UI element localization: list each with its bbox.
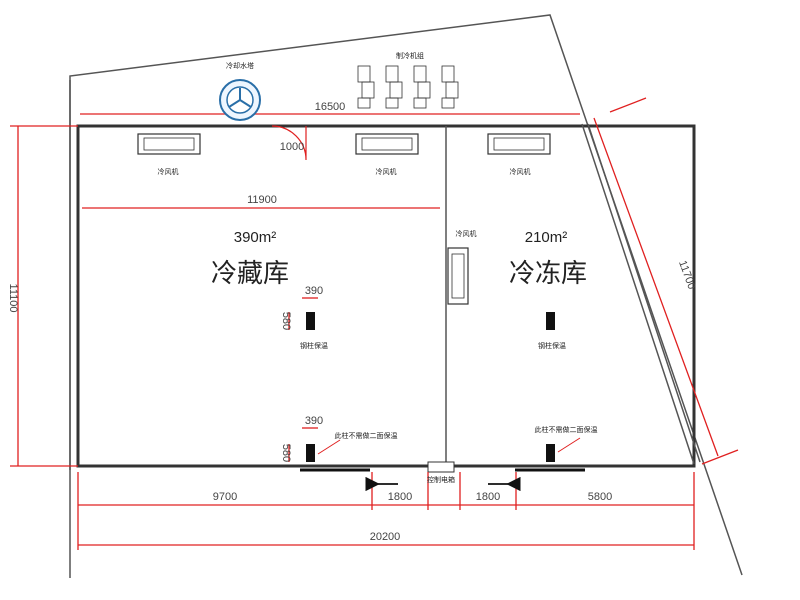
air-cooler-unit	[487, 133, 551, 155]
column-marker	[546, 312, 555, 330]
air-cooler-unit	[355, 133, 419, 155]
col4-label: 此柱不需做二面保温	[535, 425, 598, 434]
air-cooler-label: 冷风机	[510, 167, 531, 176]
freezer-name: 冷冻库	[509, 259, 587, 289]
col3-label: 此柱不需做二面保温	[335, 431, 398, 440]
cooling-tower-label: 冷却水塔	[226, 61, 254, 70]
control-box-label: 控制电箱	[427, 475, 455, 484]
col3-height-dim: 580	[280, 444, 292, 462]
door-swing	[271, 125, 307, 161]
dim-bottom-left: 9700	[213, 491, 237, 503]
diagonal-wall	[581, 123, 695, 465]
col1-height-dim: 580	[280, 312, 292, 330]
dim-door-right: 1800	[476, 491, 500, 503]
air-cooler-side-label: 冷风机	[456, 229, 477, 238]
cold-storage-name: 冷藏库	[211, 259, 289, 289]
dim-door-left: 1800	[388, 491, 412, 503]
dim-left-height: 11100	[7, 284, 19, 313]
freezer-area: 210m²	[525, 229, 568, 246]
col3-width-dim: 390	[305, 415, 323, 427]
col2-label: 钢柱保温	[538, 341, 566, 350]
col1-label: 钢柱保温	[300, 341, 328, 350]
col1-width-dim: 390	[305, 285, 323, 297]
control-box	[427, 461, 455, 473]
dim-bottom-total: 20200	[370, 531, 401, 543]
column-marker	[306, 444, 315, 462]
dim-top-total: 16500	[315, 101, 346, 113]
column-marker	[306, 312, 315, 330]
dim-bottom-right: 5800	[588, 491, 612, 503]
compressors-label: 制冷机组	[396, 51, 424, 60]
air-cooler-side-unit	[447, 247, 469, 305]
air-cooler-label: 冷风机	[158, 167, 179, 176]
dim-room1-width: 11900	[247, 194, 277, 206]
air-cooler-unit	[137, 133, 201, 155]
cooling-tower-icon	[219, 79, 261, 121]
air-cooler-label: 冷风机	[376, 167, 397, 176]
building-outline	[76, 124, 696, 468]
dim-line-right	[593, 117, 719, 457]
compressor-units-icon	[357, 65, 459, 109]
column-marker	[546, 444, 555, 462]
diagonal-wall-outer	[587, 123, 701, 463]
door-top-dim: 1000	[280, 141, 304, 153]
cold-storage-area: 390m²	[234, 229, 277, 246]
